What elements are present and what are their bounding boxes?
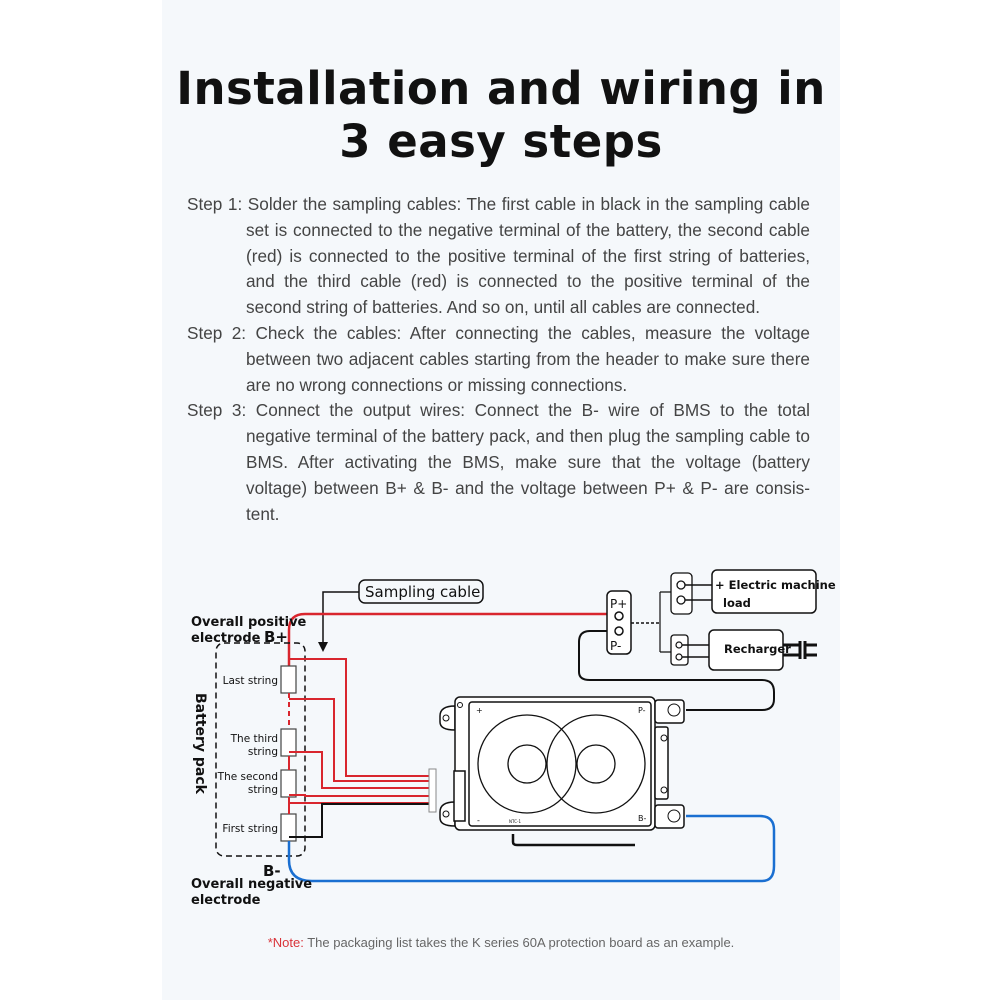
board-minus-mark: - — [477, 816, 480, 825]
load-connector — [670, 572, 693, 615]
title-line-1: Installation and wiring in — [176, 62, 826, 115]
cell-second — [280, 769, 297, 798]
bms-board — [439, 696, 685, 847]
battery-pack-box — [215, 642, 306, 857]
sampling-connector — [428, 768, 437, 813]
b-minus-terminal — [667, 809, 681, 823]
board-plus-mark: + — [476, 706, 483, 715]
content-panel — [162, 0, 840, 1000]
cell-label-second: The second — [217, 771, 278, 783]
title-line-2: 3 easy steps — [339, 115, 663, 168]
p-minus-terminal — [667, 703, 681, 717]
recharger-box — [708, 629, 784, 671]
bms-logo-icon — [477, 714, 646, 814]
sampling-cable-label: Sampling cable — [365, 583, 480, 601]
cell-last — [280, 665, 297, 694]
p-minus-wire — [578, 630, 775, 711]
cell-label-last: Last string — [223, 675, 278, 687]
positive-wire — [287, 612, 612, 668]
step-1: Step 1: Solder the sampling cables: The … — [187, 194, 810, 318]
board-p-minus-label: P- — [638, 706, 646, 715]
battery-pack-label: Battery pack — [192, 693, 208, 795]
note-text: The packaging list takes the K series 60… — [303, 935, 735, 950]
sampling-wire-2 — [289, 794, 430, 797]
recharger-label: Recharger — [724, 642, 791, 656]
cell-label-second-2: string — [248, 784, 278, 796]
electric-machine-load-box — [711, 569, 817, 614]
step-3: Step 3: Connect the output wires: Connec… — [187, 400, 810, 524]
power-plug-icon — [783, 641, 817, 659]
sampling-wire-3 — [289, 751, 430, 789]
positive-electrode-label-2: electrode — [191, 631, 261, 646]
wiring-diagram: Sampling cable Overall positive electrod… — [191, 569, 836, 908]
b-plus-label: B+ — [264, 628, 288, 646]
positive-electrode-label: Overall positive — [191, 615, 307, 630]
negative-electrode-label: Overall negative — [191, 877, 312, 892]
note-prefix: *Note: — [267, 935, 304, 950]
footnote: *Note: The packaging list takes the K se… — [162, 935, 840, 950]
ntc-label: NTC-1 — [509, 819, 521, 824]
negative-electrode-label-2: electrode — [191, 893, 261, 908]
callout-arrow — [322, 591, 359, 646]
b-minus-label: B- — [263, 862, 281, 880]
step-2: Step 2: Check the cables: After connecti… — [187, 322, 810, 395]
p-minus-label: P- — [610, 639, 621, 653]
board-b-minus-label: B- — [638, 814, 646, 823]
p-plus-label: P+ — [610, 597, 627, 611]
page-title: Installation and wiring in 3 easy steps — [162, 62, 840, 168]
arrow-head-icon — [318, 642, 328, 652]
steps-list: Step 1: Solder the sampling cables: The … — [187, 192, 810, 527]
sampling-wire-4 — [289, 698, 430, 782]
sampling-wire-black — [289, 803, 430, 838]
cell-label-third-2: string — [248, 746, 278, 758]
load-label-1: + Electric machine — [715, 578, 836, 592]
load-label-2: load — [723, 596, 751, 610]
cell-label-third: The third — [230, 733, 278, 745]
cell-label-first: First string — [222, 823, 278, 835]
sampling-wire-last — [289, 658, 430, 777]
negative-wire — [287, 814, 776, 883]
